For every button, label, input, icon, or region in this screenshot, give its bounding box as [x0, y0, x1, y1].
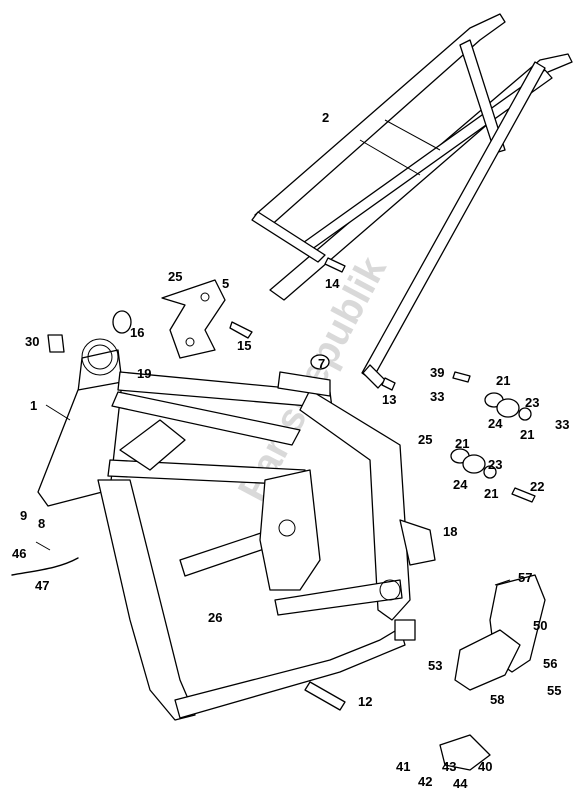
callout-9: 9	[20, 508, 27, 523]
callout-18: 18	[443, 524, 457, 539]
callout-23b: 23	[488, 457, 502, 472]
callout-21c: 21	[455, 436, 469, 451]
callout-46: 46	[12, 546, 26, 561]
screw-30	[47, 334, 65, 353]
callout-22: 22	[530, 479, 544, 494]
main-frame	[37, 338, 436, 721]
callout-33b: 33	[555, 417, 569, 432]
bolt-14	[324, 257, 346, 273]
chain-guide-bracket	[161, 279, 226, 359]
callout-33a: 33	[430, 389, 444, 404]
callout-21b: 21	[520, 427, 534, 442]
callout-25a: 25	[168, 269, 182, 284]
callout-21a: 21	[496, 373, 510, 388]
bolt-15	[229, 321, 253, 339]
callout-labels: 1 2 5 7 8 9 12 13 14 15 16 18 19 21 21 2…	[12, 110, 569, 791]
callout-16: 16	[130, 325, 144, 340]
callout-50: 50	[533, 618, 547, 633]
plug-16	[112, 310, 132, 334]
callout-24b: 24	[453, 477, 468, 492]
small-parts	[11, 257, 546, 771]
hose-47	[11, 557, 79, 576]
bolt-13	[381, 377, 396, 391]
heel-guard-58	[454, 629, 521, 691]
footpeg-40	[439, 734, 491, 771]
callout-8: 8	[38, 516, 45, 531]
callout-42: 42	[418, 774, 432, 789]
rear-subframe	[251, 13, 573, 389]
callout-13: 13	[382, 392, 396, 407]
callout-53: 53	[428, 658, 442, 673]
nut-23	[518, 407, 532, 421]
bearing-24	[496, 398, 520, 418]
callout-57: 57	[518, 570, 532, 585]
callout-40: 40	[478, 759, 492, 774]
callout-47: 47	[35, 578, 49, 593]
callout-56: 56	[543, 656, 557, 671]
callout-43: 43	[442, 759, 456, 774]
nut-23b	[483, 465, 497, 479]
callout-7: 7	[318, 356, 325, 371]
bolt-12	[304, 681, 346, 711]
bearing-24b	[462, 454, 486, 474]
callout-26: 26	[208, 610, 222, 625]
callout-23a: 23	[525, 395, 539, 410]
callout-24a: 24	[488, 416, 503, 431]
callout-15: 15	[237, 338, 251, 353]
callout-58: 58	[490, 692, 504, 707]
callout-5: 5	[222, 276, 229, 291]
leader-lines	[35, 404, 511, 586]
callout-41: 41	[396, 759, 410, 774]
callout-55: 55	[547, 683, 561, 698]
callout-2: 2	[322, 110, 329, 125]
callout-21d: 21	[484, 486, 498, 501]
callout-39: 39	[430, 365, 444, 380]
callout-19: 19	[137, 366, 151, 381]
callout-1: 1	[30, 398, 37, 413]
bolt-22	[511, 487, 536, 503]
callout-30: 30	[25, 334, 39, 349]
callout-44: 44	[453, 776, 468, 791]
callout-12: 12	[358, 694, 372, 709]
callout-14: 14	[325, 276, 340, 291]
cap-7	[310, 354, 330, 370]
bolt-39	[452, 371, 471, 383]
callout-25b: 25	[418, 432, 432, 447]
